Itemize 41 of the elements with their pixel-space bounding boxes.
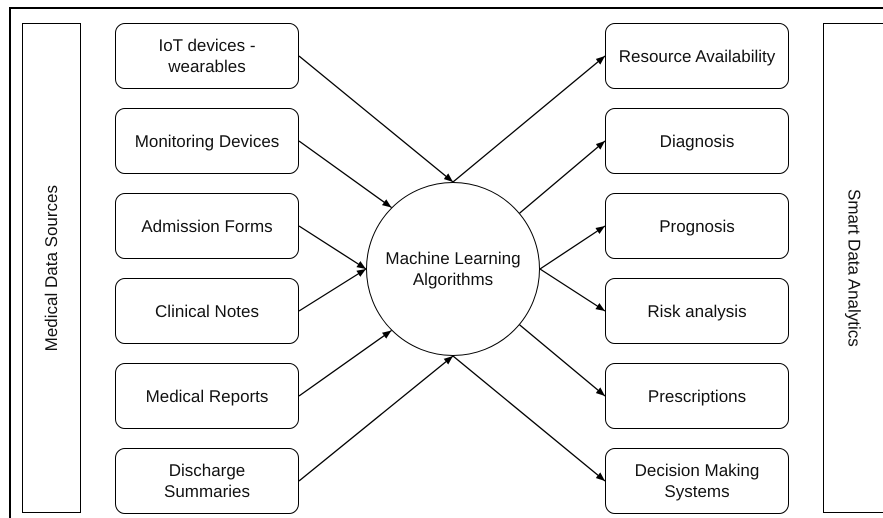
- arrow: [452, 56, 606, 182]
- node-label: Prescriptions: [648, 386, 746, 406]
- rounded-box: [605, 278, 789, 344]
- rounded-box: [605, 108, 789, 174]
- arrow: [452, 356, 606, 482]
- node-label: Medical Data Sources: [41, 184, 62, 352]
- node-label: Diagnosis: [660, 130, 734, 152]
- rounded-box: [605, 23, 789, 89]
- arrow: [298, 268, 366, 312]
- node-label: Risk analysis: [647, 300, 747, 322]
- rounded-box: [605, 448, 789, 514]
- rounded-box: [115, 23, 299, 89]
- node-label: Smart Data Analytics: [844, 189, 864, 347]
- node-label: Prognosis: [659, 216, 735, 236]
- node-label: Monitoring Devices: [134, 130, 280, 152]
- arrow: [519, 140, 606, 214]
- arrow: [540, 268, 606, 312]
- rounded-box: [605, 363, 789, 429]
- arrow: [298, 225, 366, 270]
- side-panel: [823, 23, 883, 513]
- rounded-box: [115, 193, 299, 259]
- arrow: [540, 225, 606, 270]
- node-label: Machine Learning Algorithms: [384, 248, 522, 290]
- rounded-box: [605, 193, 789, 259]
- arrow: [298, 330, 392, 397]
- node-label: IoT devices - wearables: [157, 35, 256, 77]
- node-label: Clinical Notes: [155, 300, 259, 322]
- node-label: Discharge Summaries: [163, 460, 251, 502]
- node-label: Admission Forms: [141, 216, 273, 236]
- rounded-box: [115, 278, 299, 344]
- rounded-box: [115, 363, 299, 429]
- rounded-box: [115, 108, 299, 174]
- node-label: Medical Reports: [146, 386, 268, 406]
- arrow: [519, 324, 606, 396]
- rounded-box: [115, 448, 299, 514]
- arrow: [298, 56, 454, 182]
- node-label: Decision Making Systems: [634, 460, 760, 502]
- arrow: [298, 356, 454, 482]
- arrow: [298, 140, 392, 208]
- node-label: Resource Availability: [618, 46, 776, 66]
- side-panel: [22, 23, 81, 513]
